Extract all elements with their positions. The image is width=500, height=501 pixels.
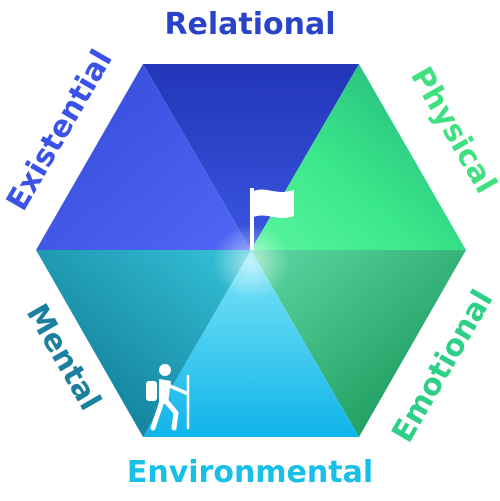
label-relational: Relational [164,7,335,42]
hiker-icon [146,364,190,431]
segment-emotional [251,250,466,437]
segment-physical [251,64,466,250]
segment-relational [143,64,359,250]
segment-mental [36,250,251,437]
center-glow [213,224,289,300]
label-environmental: Environmental [127,455,373,490]
flag-icon [250,188,294,250]
segment-existential [36,64,251,250]
segment-environmental [143,250,359,437]
hexagon [36,64,466,437]
